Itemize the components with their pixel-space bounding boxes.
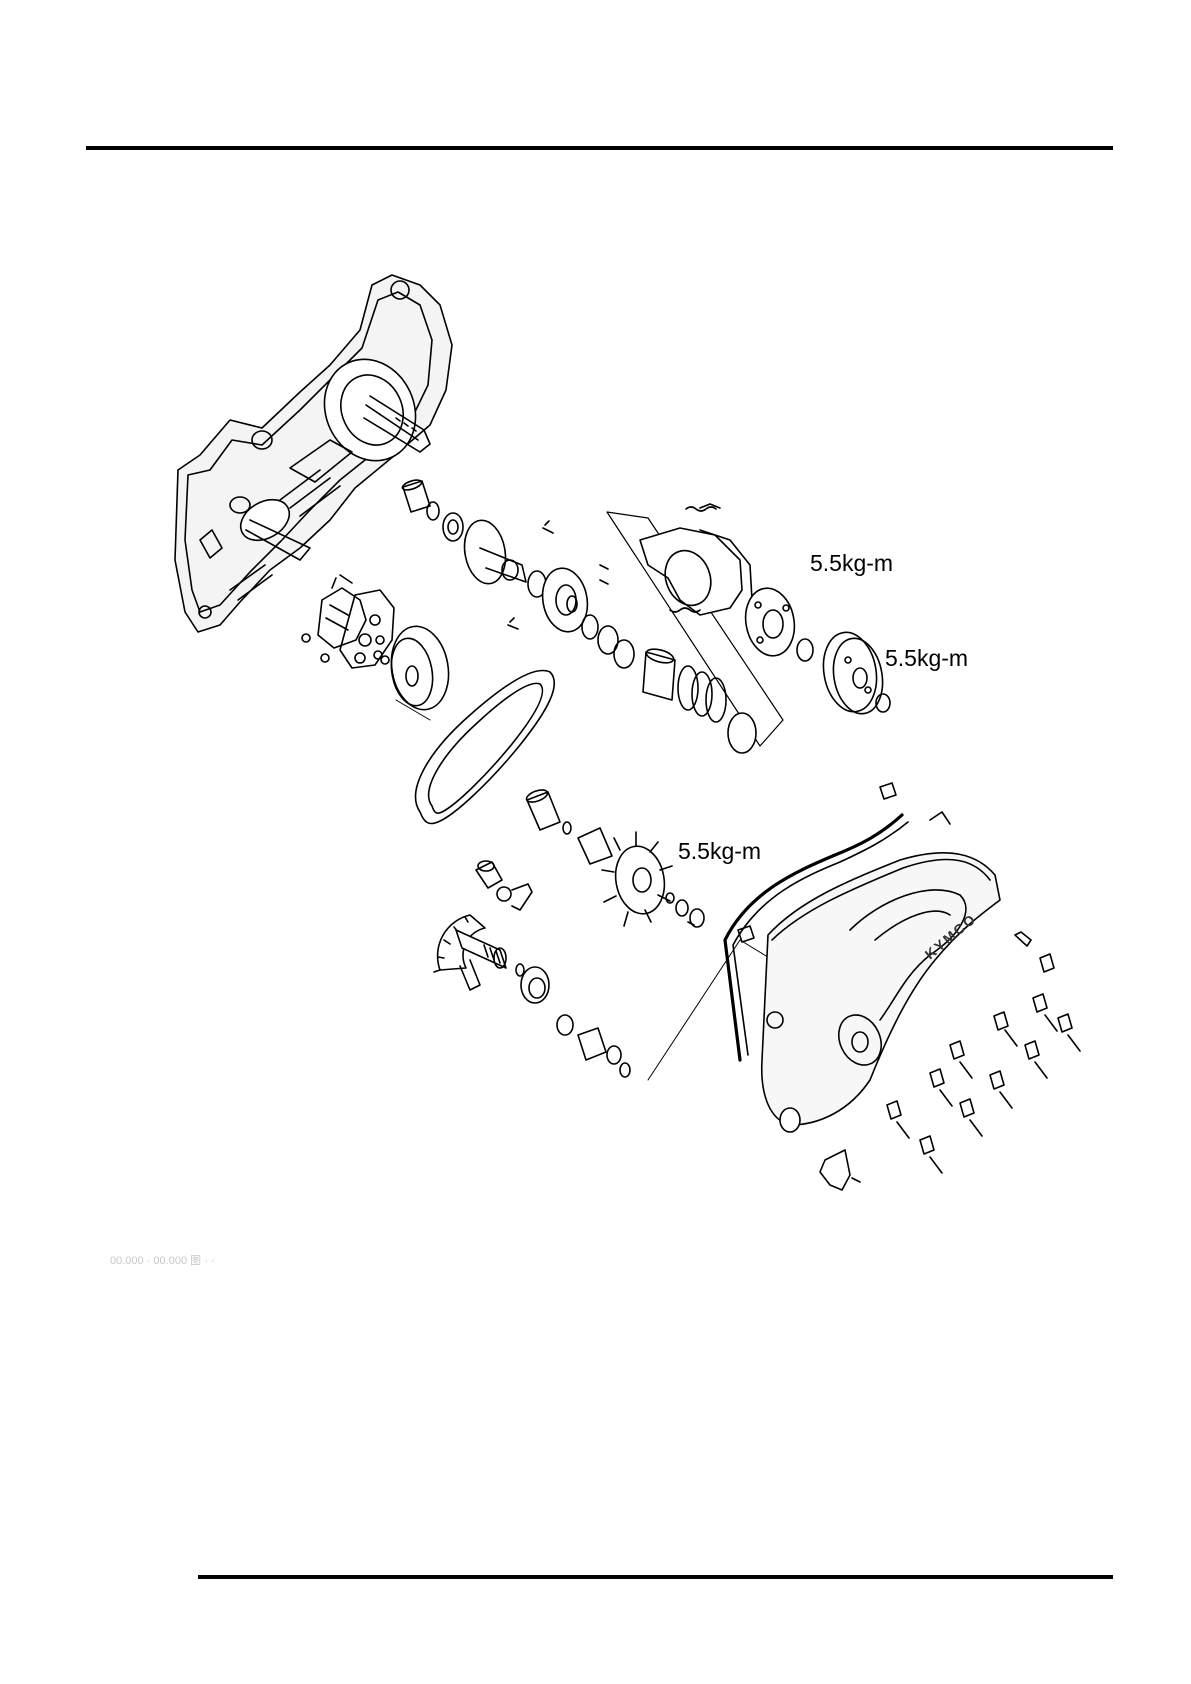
torque-label-clutch: 5.5kg-m (810, 550, 893, 577)
faint-footer-text: 00.000 · 00.000 图 · · (110, 1252, 215, 1268)
front-pulley (385, 622, 455, 714)
crankcase-cover (725, 783, 1000, 1132)
footer-rule (198, 1575, 1113, 1579)
clamp (820, 1150, 850, 1190)
leader-lines (396, 700, 776, 1080)
ramp-plate (302, 575, 394, 668)
torque-label-drive-face-nut: 5.5kg-m (678, 838, 761, 865)
clamp-screw (852, 1178, 860, 1182)
crankcase (175, 275, 452, 632)
torque-label-clutch-nut: 5.5kg-m (885, 645, 968, 672)
kick-starter (434, 861, 630, 1077)
clutch-group (607, 504, 890, 753)
